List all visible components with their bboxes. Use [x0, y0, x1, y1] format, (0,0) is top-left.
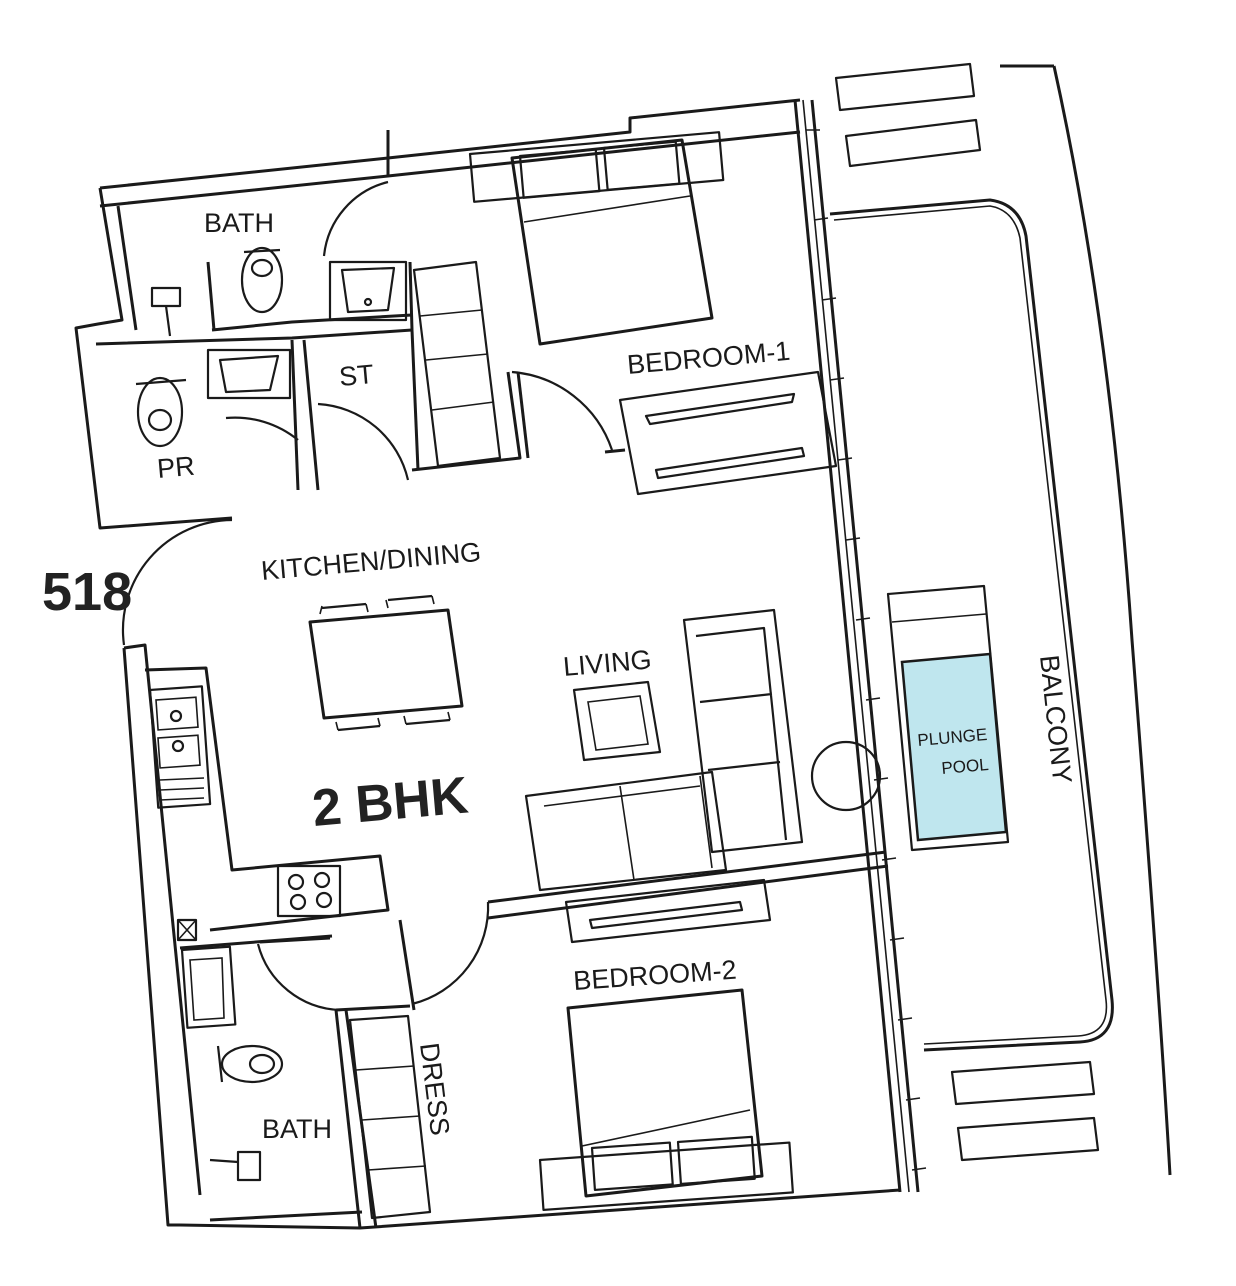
bath-top-fixtures	[150, 246, 408, 337]
wc-pr-icon	[136, 376, 184, 448]
floor-plan-walls	[74, 98, 927, 1230]
lounger-top-2	[844, 118, 982, 168]
sofa-chaise-icon	[682, 608, 804, 854]
bed-1-pillow-left	[518, 148, 601, 199]
bedroom-2-label: BEDROOM-2	[572, 955, 737, 996]
lounger-top-1	[834, 62, 976, 112]
cooktop-icon	[276, 864, 342, 918]
unit-number: 518	[42, 562, 132, 622]
dining-table-icon	[308, 608, 464, 720]
vanity-bottom-icon	[180, 945, 237, 1029]
bath-door-swing	[322, 180, 389, 257]
bath-top-cistern	[150, 286, 182, 308]
bedroom-2-furniture	[348, 878, 794, 1220]
entry-door-swing	[121, 518, 233, 646]
pr-door-swing	[225, 416, 299, 441]
living-furniture	[524, 608, 882, 892]
plunge-pool-label-line2: POOL	[941, 755, 990, 778]
bedroom1-door-swing	[511, 370, 614, 451]
kitchen-dining-furniture	[148, 594, 464, 942]
bath2-door-swing	[256, 943, 341, 1012]
coffee-table-icon	[572, 680, 662, 762]
side-table-icon	[810, 740, 882, 812]
vanity-pr-icon	[206, 348, 292, 400]
balcony	[829, 62, 1172, 1176]
lounger-bottom-2	[956, 1116, 1100, 1162]
bedroom-1-label: BEDROOM-1	[626, 336, 792, 380]
wardrobe-1-icon	[412, 260, 502, 468]
kitchen-dining-label: KITCHEN/DINING	[260, 537, 482, 586]
kitchen-sink-icon	[148, 685, 212, 809]
pr-label: PR	[156, 451, 196, 484]
shaft-icon	[176, 918, 198, 942]
wc-top-icon	[240, 246, 284, 314]
vanity-top-icon	[328, 260, 408, 322]
st-door-swing	[317, 402, 410, 481]
bed-1-pillow-right	[602, 140, 681, 191]
sofa-main-icon	[524, 770, 728, 892]
tv-unit-1-icon	[618, 370, 838, 496]
bedroom-1-furniture	[412, 131, 838, 496]
lounger-bottom-1	[950, 1060, 1096, 1106]
bedroom2-door-swing	[411, 901, 490, 1006]
pr-fixtures	[135, 348, 292, 448]
living-label: LIVING	[562, 644, 653, 682]
door-swings	[121, 180, 614, 1012]
bed-2-pillow-right	[676, 1135, 756, 1185]
bath-top-label: BATH	[204, 208, 274, 238]
bed-2-pillow-left	[590, 1141, 674, 1191]
plunge-pool-icon	[900, 652, 1008, 842]
plunge-pool-deck	[886, 584, 1010, 852]
st-label: ST	[338, 359, 375, 392]
bath-bottom-label: BATH	[262, 1114, 332, 1144]
tv-unit-2-icon	[564, 878, 772, 944]
bath-bottom-fixtures	[180, 945, 284, 1182]
unit-type-label: 2 BHK	[310, 767, 471, 838]
bath-bottom-cistern	[236, 1150, 262, 1182]
bedroom2-headboard	[538, 1141, 794, 1211]
dress-wardrobe-icon	[348, 1014, 432, 1220]
balcony-label: BALCONY	[1034, 653, 1077, 784]
bed-1-icon	[510, 138, 714, 346]
wc-bottom-icon	[220, 1044, 284, 1084]
bed-2-icon	[566, 988, 764, 1198]
